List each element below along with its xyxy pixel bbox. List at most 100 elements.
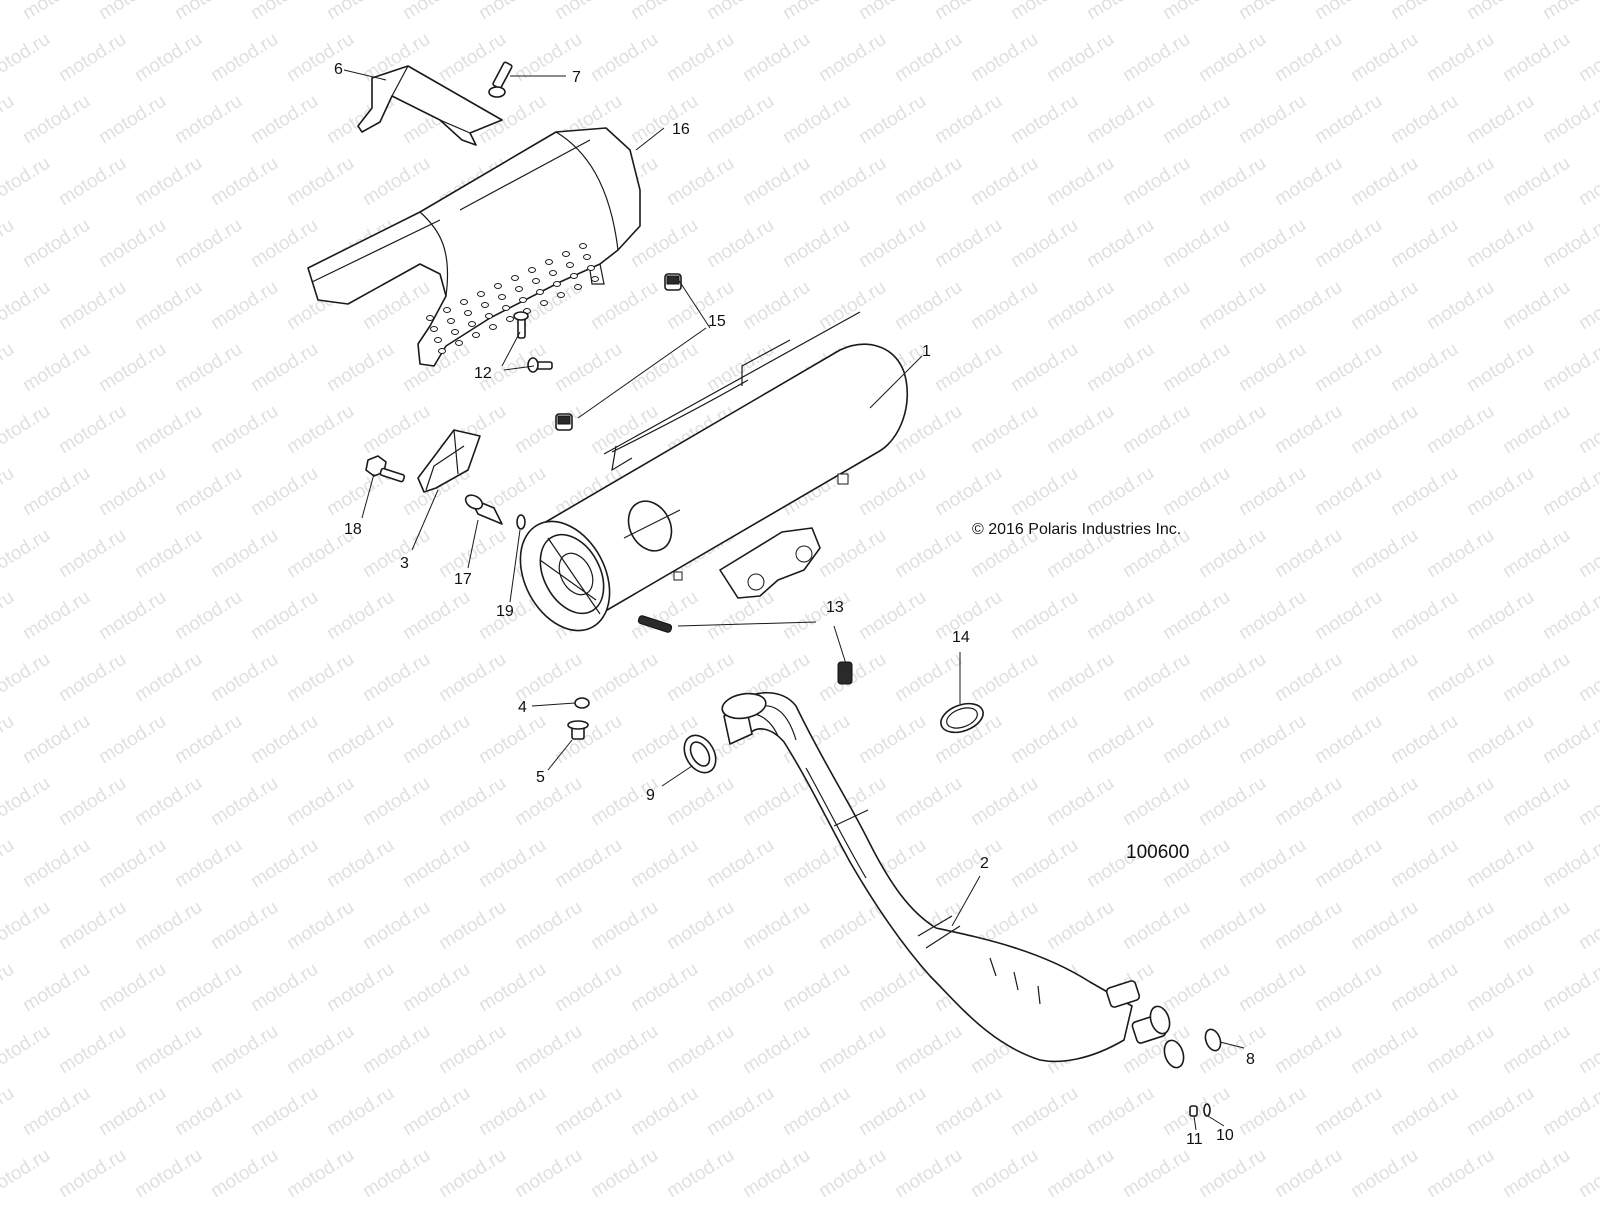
watermark-text: motod.ru <box>931 215 1006 273</box>
watermark-text: motod.ru <box>1463 711 1538 769</box>
watermark-text: motod.ru <box>207 153 282 211</box>
watermark-text: motod.ru <box>1575 1145 1600 1200</box>
watermark-text: motod.ru <box>663 773 738 831</box>
watermark-text: motod.ru <box>1119 153 1194 211</box>
watermark-text: motod.ru <box>1271 525 1346 583</box>
watermark-text: motod.ru <box>1119 773 1194 831</box>
watermark-text: motod.ru <box>1539 959 1600 1017</box>
watermark-text: motod.ru <box>399 711 474 769</box>
heat-shield-hole <box>443 307 451 313</box>
watermark-text: motod.ru <box>511 773 586 831</box>
watermark-text: motod.ru <box>1083 215 1158 273</box>
watermark-text: motod.ru <box>779 1083 854 1141</box>
part-16-heat-shield <box>307 127 641 367</box>
watermark-text: motod.ru <box>703 91 778 149</box>
watermark-text: motod.ru <box>55 1145 130 1200</box>
watermark-text: motod.ru <box>1083 1083 1158 1141</box>
watermark-text: motod.ru <box>323 959 398 1017</box>
watermark-text: motod.ru <box>323 339 398 397</box>
watermark-text: motod.ru <box>0 773 54 831</box>
watermark-text: motod.ru <box>1007 339 1082 397</box>
watermark-text: motod.ru <box>891 277 966 335</box>
watermark-text: motod.ru <box>1311 91 1386 149</box>
watermark-text: motod.ru <box>55 773 130 831</box>
heat-shield-hole <box>434 337 442 343</box>
watermark-text: motod.ru <box>815 277 890 335</box>
watermark-text: motod.ru <box>55 401 130 459</box>
watermark-text: motod.ru <box>663 1145 738 1200</box>
callout-5: 5 <box>536 769 545 786</box>
watermark-text: motod.ru <box>1043 773 1118 831</box>
watermark-text: motod.ru <box>855 463 930 521</box>
watermark-text: motod.ru <box>1271 1021 1346 1079</box>
watermark-text: motod.ru <box>0 1021 54 1079</box>
watermark-text: motod.ru <box>0 339 18 397</box>
watermark-text: motod.ru <box>0 897 54 955</box>
watermark-text: motod.ru <box>1387 1083 1462 1141</box>
watermark-text: motod.ru <box>323 587 398 645</box>
watermark-text: motod.ru <box>663 153 738 211</box>
heat-shield-hole <box>549 270 557 276</box>
watermark-text: motod.ru <box>1271 153 1346 211</box>
watermark-text: motod.ru <box>19 835 94 893</box>
heat-shield-hole <box>591 276 599 282</box>
watermark-text: motod.ru <box>1235 835 1310 893</box>
heat-shield-hole <box>477 291 485 297</box>
watermark-text: motod.ru <box>931 1083 1006 1141</box>
heat-shield-hole <box>515 286 523 292</box>
watermark-text: motod.ru <box>1043 1145 1118 1200</box>
watermark-text: motod.ru <box>1463 0 1538 24</box>
watermark-text: motod.ru <box>1043 153 1118 211</box>
watermark-text: motod.ru <box>1575 277 1600 335</box>
heat-shield-hole <box>430 326 438 332</box>
watermark-text: motod.ru <box>587 1021 662 1079</box>
watermark-text: motod.ru <box>19 91 94 149</box>
watermark-text: motod.ru <box>207 773 282 831</box>
callout-14: 14 <box>952 629 970 646</box>
watermark-text: motod.ru <box>739 29 814 87</box>
watermark-text: motod.ru <box>283 897 358 955</box>
watermark-text: motod.ru <box>131 401 206 459</box>
watermark-text: motod.ru <box>435 773 510 831</box>
watermark-text: motod.ru <box>247 463 322 521</box>
part-13-springs <box>637 615 853 685</box>
heat-shield-hole <box>587 265 595 271</box>
watermark-text: motod.ru <box>1271 1145 1346 1200</box>
watermark-text: motod.ru <box>779 0 854 24</box>
watermark-text: motod.ru <box>587 897 662 955</box>
watermark-text: motod.ru <box>1499 525 1574 583</box>
heat-shield-hole <box>540 300 548 306</box>
watermark-text: motod.ru <box>663 1021 738 1079</box>
watermark-text: motod.ru <box>1539 91 1600 149</box>
watermark-text: motod.ru <box>19 463 94 521</box>
watermark-text: motod.ru <box>171 463 246 521</box>
watermark-text: motod.ru <box>1347 1021 1422 1079</box>
watermark-text: motod.ru <box>663 649 738 707</box>
watermark-text: motod.ru <box>1387 91 1462 149</box>
watermark-text: motod.ru <box>475 0 550 24</box>
heat-shield-hole <box>553 281 561 287</box>
watermark-text: motod.ru <box>967 277 1042 335</box>
watermark-text: motod.ru <box>19 1083 94 1141</box>
watermark-text: motod.ru <box>1083 339 1158 397</box>
watermark-text: motod.ru <box>1347 649 1422 707</box>
watermark-text: motod.ru <box>0 215 18 273</box>
watermark-text: motod.ru <box>283 153 358 211</box>
watermark-text: motod.ru <box>1043 29 1118 87</box>
watermark-text: motod.ru <box>627 959 702 1017</box>
watermark-text: motod.ru <box>1423 525 1498 583</box>
heat-shield-hole <box>545 259 553 265</box>
part-2-head-pipe <box>721 692 1185 1069</box>
watermark-text: motod.ru <box>247 959 322 1017</box>
watermark-text: motod.ru <box>1463 1083 1538 1141</box>
watermark-text: motod.ru <box>19 711 94 769</box>
watermark-text: motod.ru <box>1311 463 1386 521</box>
watermark-text: motod.ru <box>171 0 246 24</box>
watermark-text: motod.ru <box>19 959 94 1017</box>
watermark-text: motod.ru <box>551 339 626 397</box>
watermark-text: motod.ru <box>1271 29 1346 87</box>
watermark-text: motod.ru <box>1463 835 1538 893</box>
watermark-text: motod.ru <box>1195 897 1270 955</box>
part-3-bracket <box>417 429 481 493</box>
watermark-text: motod.ru <box>1159 91 1234 149</box>
